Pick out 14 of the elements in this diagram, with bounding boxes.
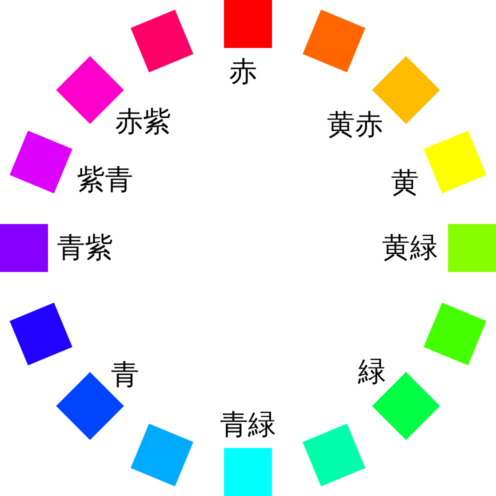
color-label: 黄 [391, 169, 419, 197]
color-label: 青 [111, 361, 139, 389]
color-swatch [0, 224, 48, 272]
color-label: 緑 [358, 358, 386, 386]
color-label: 赤紫 [115, 108, 171, 136]
color-swatch [224, 0, 272, 48]
color-label: 赤 [229, 58, 257, 86]
color-swatch [224, 448, 272, 496]
color-label: 青緑 [220, 411, 276, 439]
color-label: 黄緑 [382, 234, 438, 262]
color-swatch [448, 224, 496, 272]
color-label: 青紫 [57, 234, 113, 262]
color-label: 紫青 [77, 166, 133, 194]
color-label: 黄赤 [327, 111, 383, 139]
